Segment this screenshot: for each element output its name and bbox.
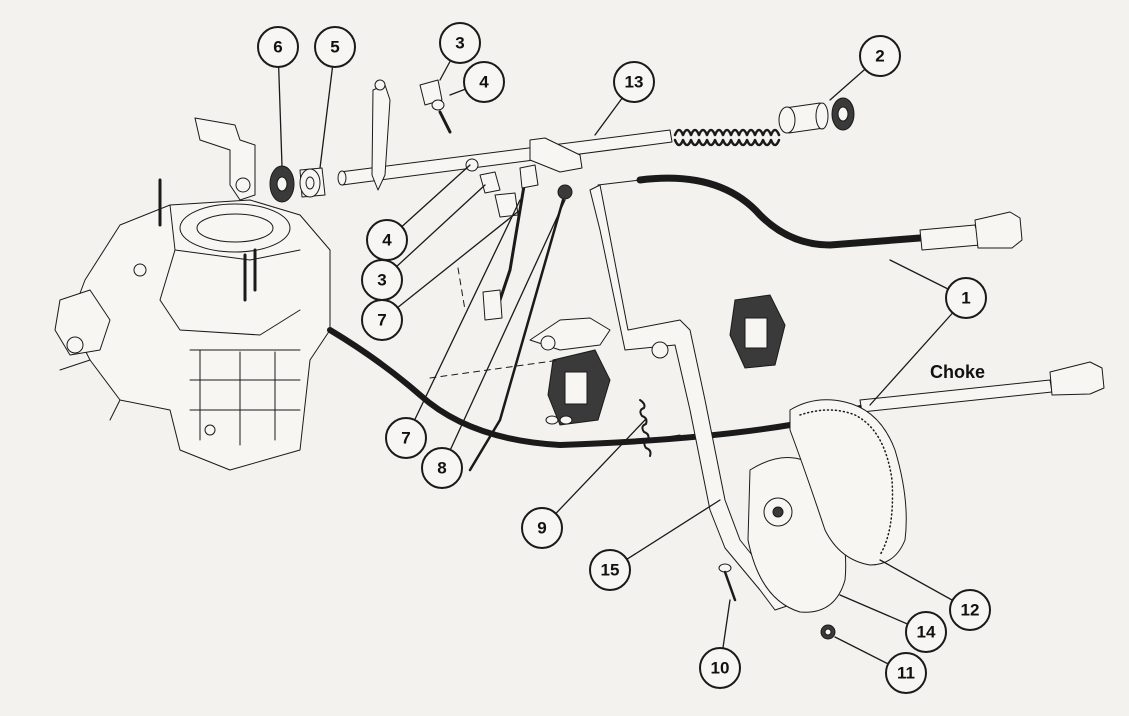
callout-8: 8 — [421, 447, 463, 489]
callout-9-label: 9 — [537, 519, 546, 538]
mounting-bracket — [194, 117, 256, 201]
callout-2-label: 2 — [875, 47, 884, 66]
callout-3-lower: 3 — [361, 259, 403, 301]
callout-14: 14 — [905, 611, 947, 653]
nut-6 — [269, 165, 295, 203]
fasteners — [545, 415, 573, 425]
choke-label: Choke — [930, 362, 985, 382]
floor-grommet — [729, 294, 786, 369]
callout-1: 1 — [945, 277, 987, 319]
carburetor-body — [54, 178, 331, 471]
linkage-rod-8 — [468, 184, 573, 472]
callout-2: 2 — [859, 35, 901, 77]
callout-11: 11 — [885, 652, 927, 694]
callout-1-label: 1 — [961, 289, 970, 308]
callout-3-lower-label: 3 — [377, 271, 386, 290]
pedal-pad — [789, 399, 907, 566]
callout-5-label: 5 — [330, 38, 339, 57]
callout-7-lower: 7 — [385, 417, 427, 459]
callout-4-upper-label: 4 — [479, 73, 489, 92]
callout-4-lower: 4 — [366, 219, 408, 261]
bushing-5 — [299, 167, 326, 198]
callout-8-label: 8 — [437, 459, 446, 478]
shaft-bushing — [778, 102, 829, 134]
screw-10 — [718, 563, 737, 602]
callout-15-label: 15 — [601, 561, 620, 580]
nut-11 — [820, 624, 836, 640]
alignment-lines — [429, 267, 561, 379]
swivel-upper — [419, 79, 452, 134]
callout-6: 6 — [257, 26, 299, 68]
callout-6-label: 6 — [273, 38, 282, 57]
callout-11-label: 11 — [897, 664, 915, 683]
callout-14-label: 14 — [917, 623, 936, 642]
swivel-lower — [465, 158, 519, 218]
pivot-block — [547, 349, 611, 426]
callout-7-upper-label: 7 — [377, 311, 386, 330]
return-spring — [639, 399, 681, 457]
callout-10: 10 — [699, 647, 741, 689]
callout-5: 5 — [314, 26, 356, 68]
callout-13-label: 13 — [625, 73, 644, 92]
callout-9: 9 — [521, 507, 563, 549]
callout-7-lower-label: 7 — [401, 429, 410, 448]
callout-3-upper: 3 — [439, 22, 481, 64]
callout-12: 12 — [949, 589, 991, 631]
cross-shaft — [337, 79, 673, 191]
throttle-cable — [597, 174, 1023, 251]
callout-4-lower-label: 4 — [382, 231, 392, 250]
callout-15: 15 — [589, 549, 631, 591]
callout-10-label: 10 — [711, 659, 730, 678]
callout-13: 13 — [613, 61, 655, 103]
shaft-spring — [673, 128, 781, 147]
choke-cable — [327, 327, 1105, 448]
callout-12-label: 12 — [961, 601, 980, 620]
callout-4-upper: 4 — [463, 61, 505, 103]
callout-7-upper: 7 — [361, 299, 403, 341]
callout-3-upper-label: 3 — [455, 34, 464, 53]
shaft-nut — [831, 97, 855, 131]
